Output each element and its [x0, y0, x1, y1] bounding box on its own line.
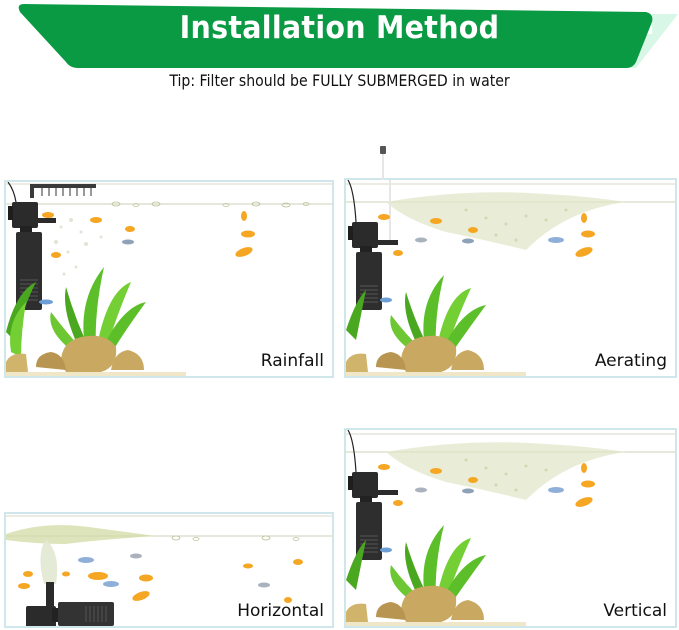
aquarium-scene-aerating — [346, 180, 675, 376]
panel-rainfall: Rainfall — [4, 180, 334, 378]
label-aerating: Aerating — [594, 351, 667, 371]
aquarium-scene-vertical — [346, 430, 675, 626]
label-rainfall: Rainfall — [260, 351, 324, 371]
panel-vertical: Vertical — [344, 428, 677, 628]
air-nozzle-icon — [380, 146, 386, 180]
page-title: Installation Method — [179, 10, 500, 46]
aquarium-scene-horizontal — [6, 515, 332, 626]
panel-horizontal: Horizontal — [4, 512, 334, 628]
label-horizontal: Horizontal — [237, 601, 324, 621]
tip-text: Tip: Filter should be FULLY SUBMERGED in… — [169, 71, 510, 90]
panel-aerating: Aerating — [344, 178, 677, 378]
aquarium-scene-rainfall — [6, 182, 332, 376]
title-banner — [18, 4, 653, 68]
label-vertical: Vertical — [603, 601, 667, 621]
